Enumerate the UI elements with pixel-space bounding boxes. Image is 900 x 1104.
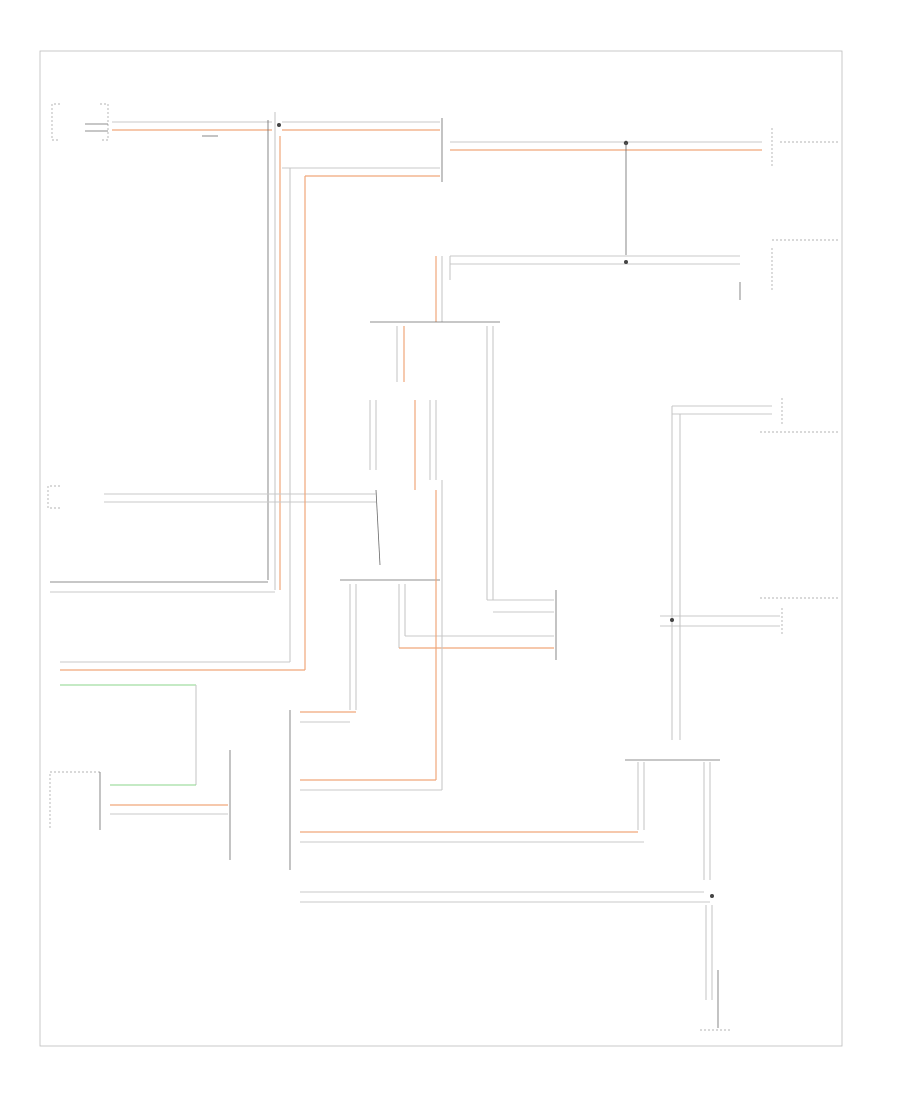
top-splice	[267, 112, 281, 590]
bottom-sensor	[700, 970, 730, 1031]
top-right-connector	[771, 128, 838, 166]
cluster	[49, 771, 101, 830]
top-left-connector	[51, 103, 109, 141]
right-module	[555, 590, 838, 660]
mid-right-connector	[739, 239, 838, 300]
diagram-frame	[39, 50, 843, 1047]
center-module	[340, 489, 440, 581]
right-mid-connector	[672, 398, 838, 433]
left-mid-connector	[47, 485, 60, 509]
bottom-right-module	[710, 894, 714, 898]
